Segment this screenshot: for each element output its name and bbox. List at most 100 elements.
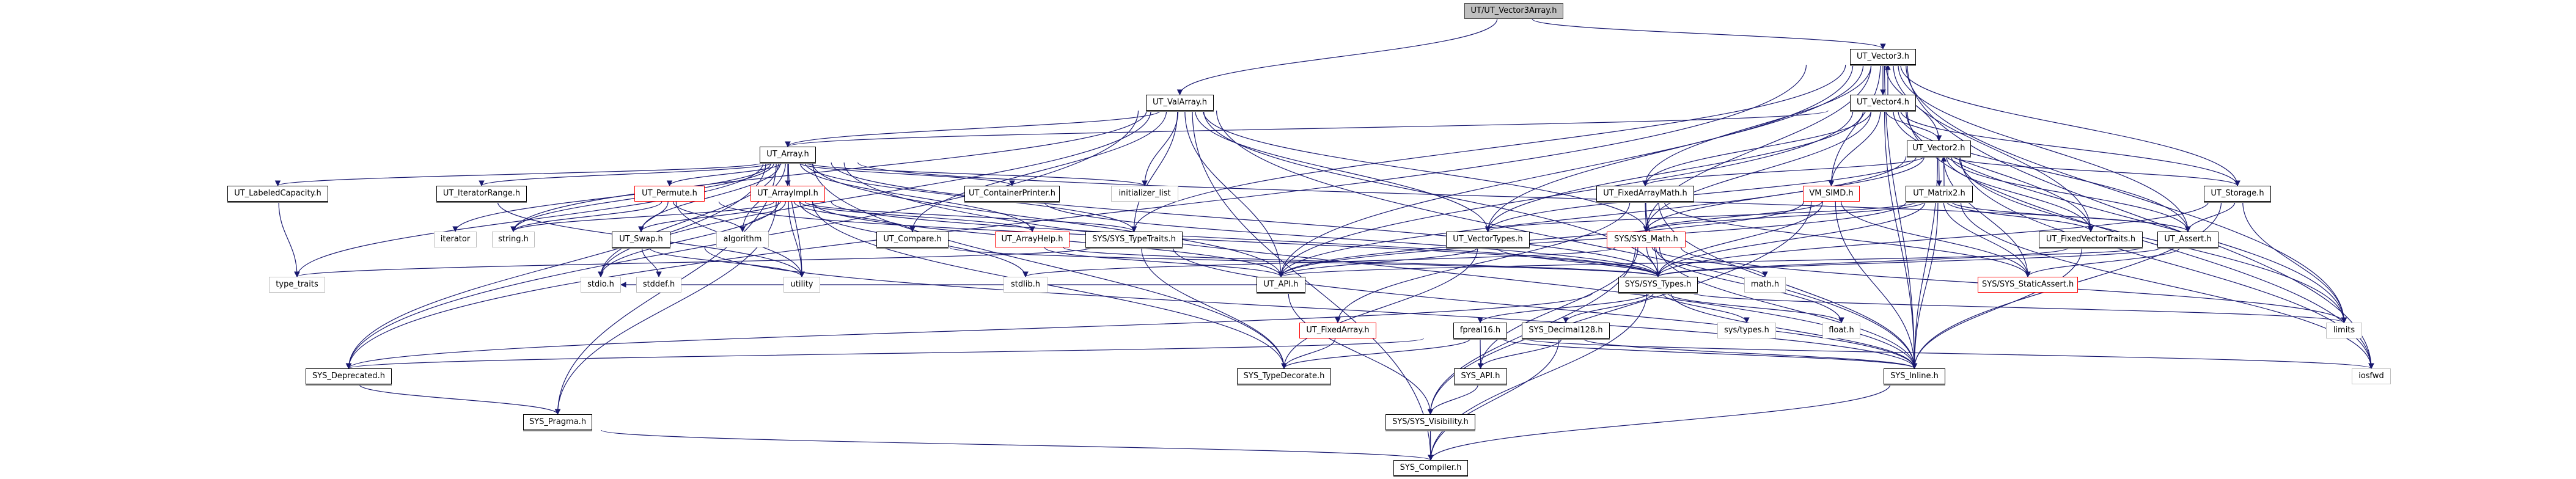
edge-v2-to-staticassert [1943, 156, 2031, 277]
edge-fixedarrmath-to-staticassert [1664, 201, 2031, 277]
edge-v4-to-utapi [1278, 110, 1854, 277]
edge-sysapi-to-visibility [1427, 384, 1478, 415]
edge-v2-to-fixedvectraits [1946, 156, 2094, 232]
node-sys-typedecorate[interactable]: SYS_TypeDecorate.h [1237, 368, 1331, 384]
node-ut-swap[interactable]: UT_Swap.h [612, 232, 670, 247]
edge-v2-to-fixedarrmath [1642, 156, 1925, 186]
edge-fpreal16-to-iosfwd [1524, 338, 2374, 369]
edge-valarray-to-vectypes [1195, 110, 1491, 232]
edge-deprecated-to-pragma [359, 384, 561, 415]
node-ut-valarray[interactable]: UT_ValArray.h [1146, 95, 1214, 111]
node-ut-compare[interactable]: UT_Compare.h [876, 232, 949, 247]
node-ut-vector3[interactable]: UT_Vector3.h [1850, 49, 1916, 65]
node-ut-fixedvectortraits[interactable]: UT_FixedVectorTraits.h [2039, 232, 2143, 247]
node-ut-api[interactable]: UT_API.h [1257, 277, 1305, 293]
edge-v2-to-utapi [1278, 156, 1907, 277]
edge-arrayimpl-to-algorithm [739, 201, 786, 232]
edge-v4-to-assert [1898, 110, 2191, 232]
edge-v2-to-limits [1959, 156, 2347, 323]
node-sys-decimal128[interactable]: SYS_Decimal128.h [1522, 323, 1610, 338]
edge-sysmath-to-inline [1659, 247, 1918, 369]
node-sys-math[interactable]: SYS/SYS_Math.h [1607, 232, 1686, 247]
node-sys-visibility[interactable]: SYS/SYS_Visibility.h [1385, 414, 1475, 430]
node-ut-matrix2[interactable]: UT_Matrix2.h [1906, 186, 1973, 202]
edge-vmsimd-to-inline [1835, 201, 1918, 369]
node-vm-simd[interactable]: VM_SIMD.h [1803, 186, 1860, 202]
edge-v3-to-limits [1906, 64, 2347, 323]
edge-vectypes-to-systypes [1495, 247, 1661, 277]
node-ut-permute[interactable]: UT_Permute.h [634, 186, 705, 202]
edge-v3-to-vectypes [1484, 64, 1864, 232]
edge-array-to-initlist [805, 162, 1148, 186]
edge-vmsimd-to-systypes [1655, 201, 1823, 277]
node-ut-arrayimpl[interactable]: UT_ArrayImpl.h [750, 186, 825, 202]
edge-swap-to-utility [648, 247, 805, 277]
edge-fpreal16-to-typedecorate [1281, 338, 1471, 369]
node-iterator: iterator [434, 232, 477, 247]
edge-array-to-typedecorate [812, 162, 1287, 369]
edge-systypes-to-compiler [1428, 292, 1647, 461]
edge-matrix2-to-sysmath [1643, 201, 1925, 232]
edge-sysmath-to-systypes [1646, 247, 1661, 277]
node-sys-typetraits[interactable]: SYS/SYS_TypeTraits.h [1085, 232, 1183, 247]
node-sys-staticassert[interactable]: SYS/SYS_StaticAssert.h [1978, 277, 2078, 293]
node-sys-api[interactable]: SYS_API.h [1454, 368, 1507, 384]
edge-fixedarrmath-to-inline [1658, 201, 1918, 369]
edge-decimal128-to-inline [1582, 338, 1918, 369]
edge-labcap-to-stdtypetraits [278, 201, 300, 277]
edge-root-to-valarray [1176, 18, 1498, 95]
node-ut-fixedarraymath[interactable]: UT_FixedArrayMath.h [1596, 186, 1694, 202]
edge-arrayhelp-to-systypes [1063, 247, 1661, 277]
node-ut-vector4[interactable]: UT_Vector4.h [1850, 95, 1916, 111]
edge-array-to-iterrange [479, 162, 773, 186]
node-stdlib-h: stdlib.h [1004, 277, 1048, 293]
node-sys-deprecated[interactable]: SYS_Deprecated.h [306, 368, 392, 384]
node-stdio-h: stdio.h [581, 277, 621, 293]
node-ut-arrayhelp[interactable]: UT_ArrayHelp.h [995, 232, 1070, 247]
edge-v3-to-assert [1898, 64, 2191, 232]
edge-fixedvectraits-to-inline [1911, 247, 2083, 369]
edge-v4-to-array [785, 110, 1829, 147]
edge-systypes-to-limits [1692, 292, 2347, 323]
node-ut-fixedarray[interactable]: UT_FixedArray.h [1299, 323, 1376, 338]
edge-arrayimpl-to-string [510, 201, 775, 232]
edge-v3-to-fixedvectraits [1893, 64, 2094, 232]
edge-v4-to-vmsimd [1828, 110, 1881, 186]
edge-array-to-permute [666, 162, 782, 186]
edge-v3-to-iosfwd [1907, 64, 2374, 369]
node-ut-array[interactable]: UT_Array.h [760, 147, 816, 163]
edge-matrix2-to-inline [1911, 201, 1939, 369]
edge-valarray-to-compiler [1192, 110, 1434, 461]
node-ut-storage[interactable]: UT_Storage.h [2204, 186, 2271, 202]
edge-root-to-v3 [1532, 18, 1886, 49]
edge-array-to-deprecated [345, 162, 766, 369]
node-ut-iteratorrange[interactable]: UT_IteratorRange.h [436, 186, 527, 202]
edge-vmsimd-to-utapi [1278, 201, 1805, 277]
edge-fpreal16-to-deprecated [346, 338, 1425, 369]
node-sys-pragma[interactable]: SYS_Pragma.h [523, 414, 592, 430]
node-ut-vectortypes[interactable]: UT_VectorTypes.h [1446, 232, 1530, 247]
node-ut-labeledcapacity[interactable]: UT_LabeledCapacity.h [227, 186, 328, 202]
edge-decimal128-to-sysapi [1477, 338, 1562, 369]
node-sys-inline[interactable]: SYS_Inline.h [1884, 368, 1945, 384]
node-ut-containerprinter[interactable]: UT_ContainerPrinter.h [964, 186, 1060, 202]
edge-v4-to-limits [1906, 110, 2347, 323]
node-fpreal16[interactable]: fpreal16.h [1453, 323, 1507, 338]
edge-array-to-labcap [275, 162, 763, 186]
edge-valarray-to-sysmath [1203, 110, 1649, 232]
edge-arrayimpl-to-stdio [598, 201, 779, 277]
node-ut-vector2[interactable]: UT_Vector2.h [1907, 141, 1971, 156]
edge-v4-to-vectypes [1484, 110, 1864, 232]
node-ut-vector3array[interactable]: UT/UT_Vector3Array.h [1464, 3, 1563, 19]
node-sys-compiler[interactable]: SYS_Compiler.h [1393, 460, 1468, 476]
node-string-h: string.h [492, 232, 535, 247]
edge-arrayimpl-to-utility [788, 201, 805, 277]
edge-assert-to-staticassert [2025, 247, 2181, 277]
node-ut-assert[interactable]: UT_Assert.h [2157, 232, 2218, 247]
edge-v4-to-fixedarrmath [1642, 110, 1872, 186]
node-sys-types[interactable]: SYS/SYS_Types.h [1618, 277, 1698, 293]
edge-vmsimd-to-visibility [1427, 201, 1812, 415]
edge-v2-to-vectypes [1484, 156, 1917, 232]
edge-arrayimpl-to-swap [638, 201, 781, 232]
edge-v3-to-vmsimd [1828, 64, 1881, 186]
